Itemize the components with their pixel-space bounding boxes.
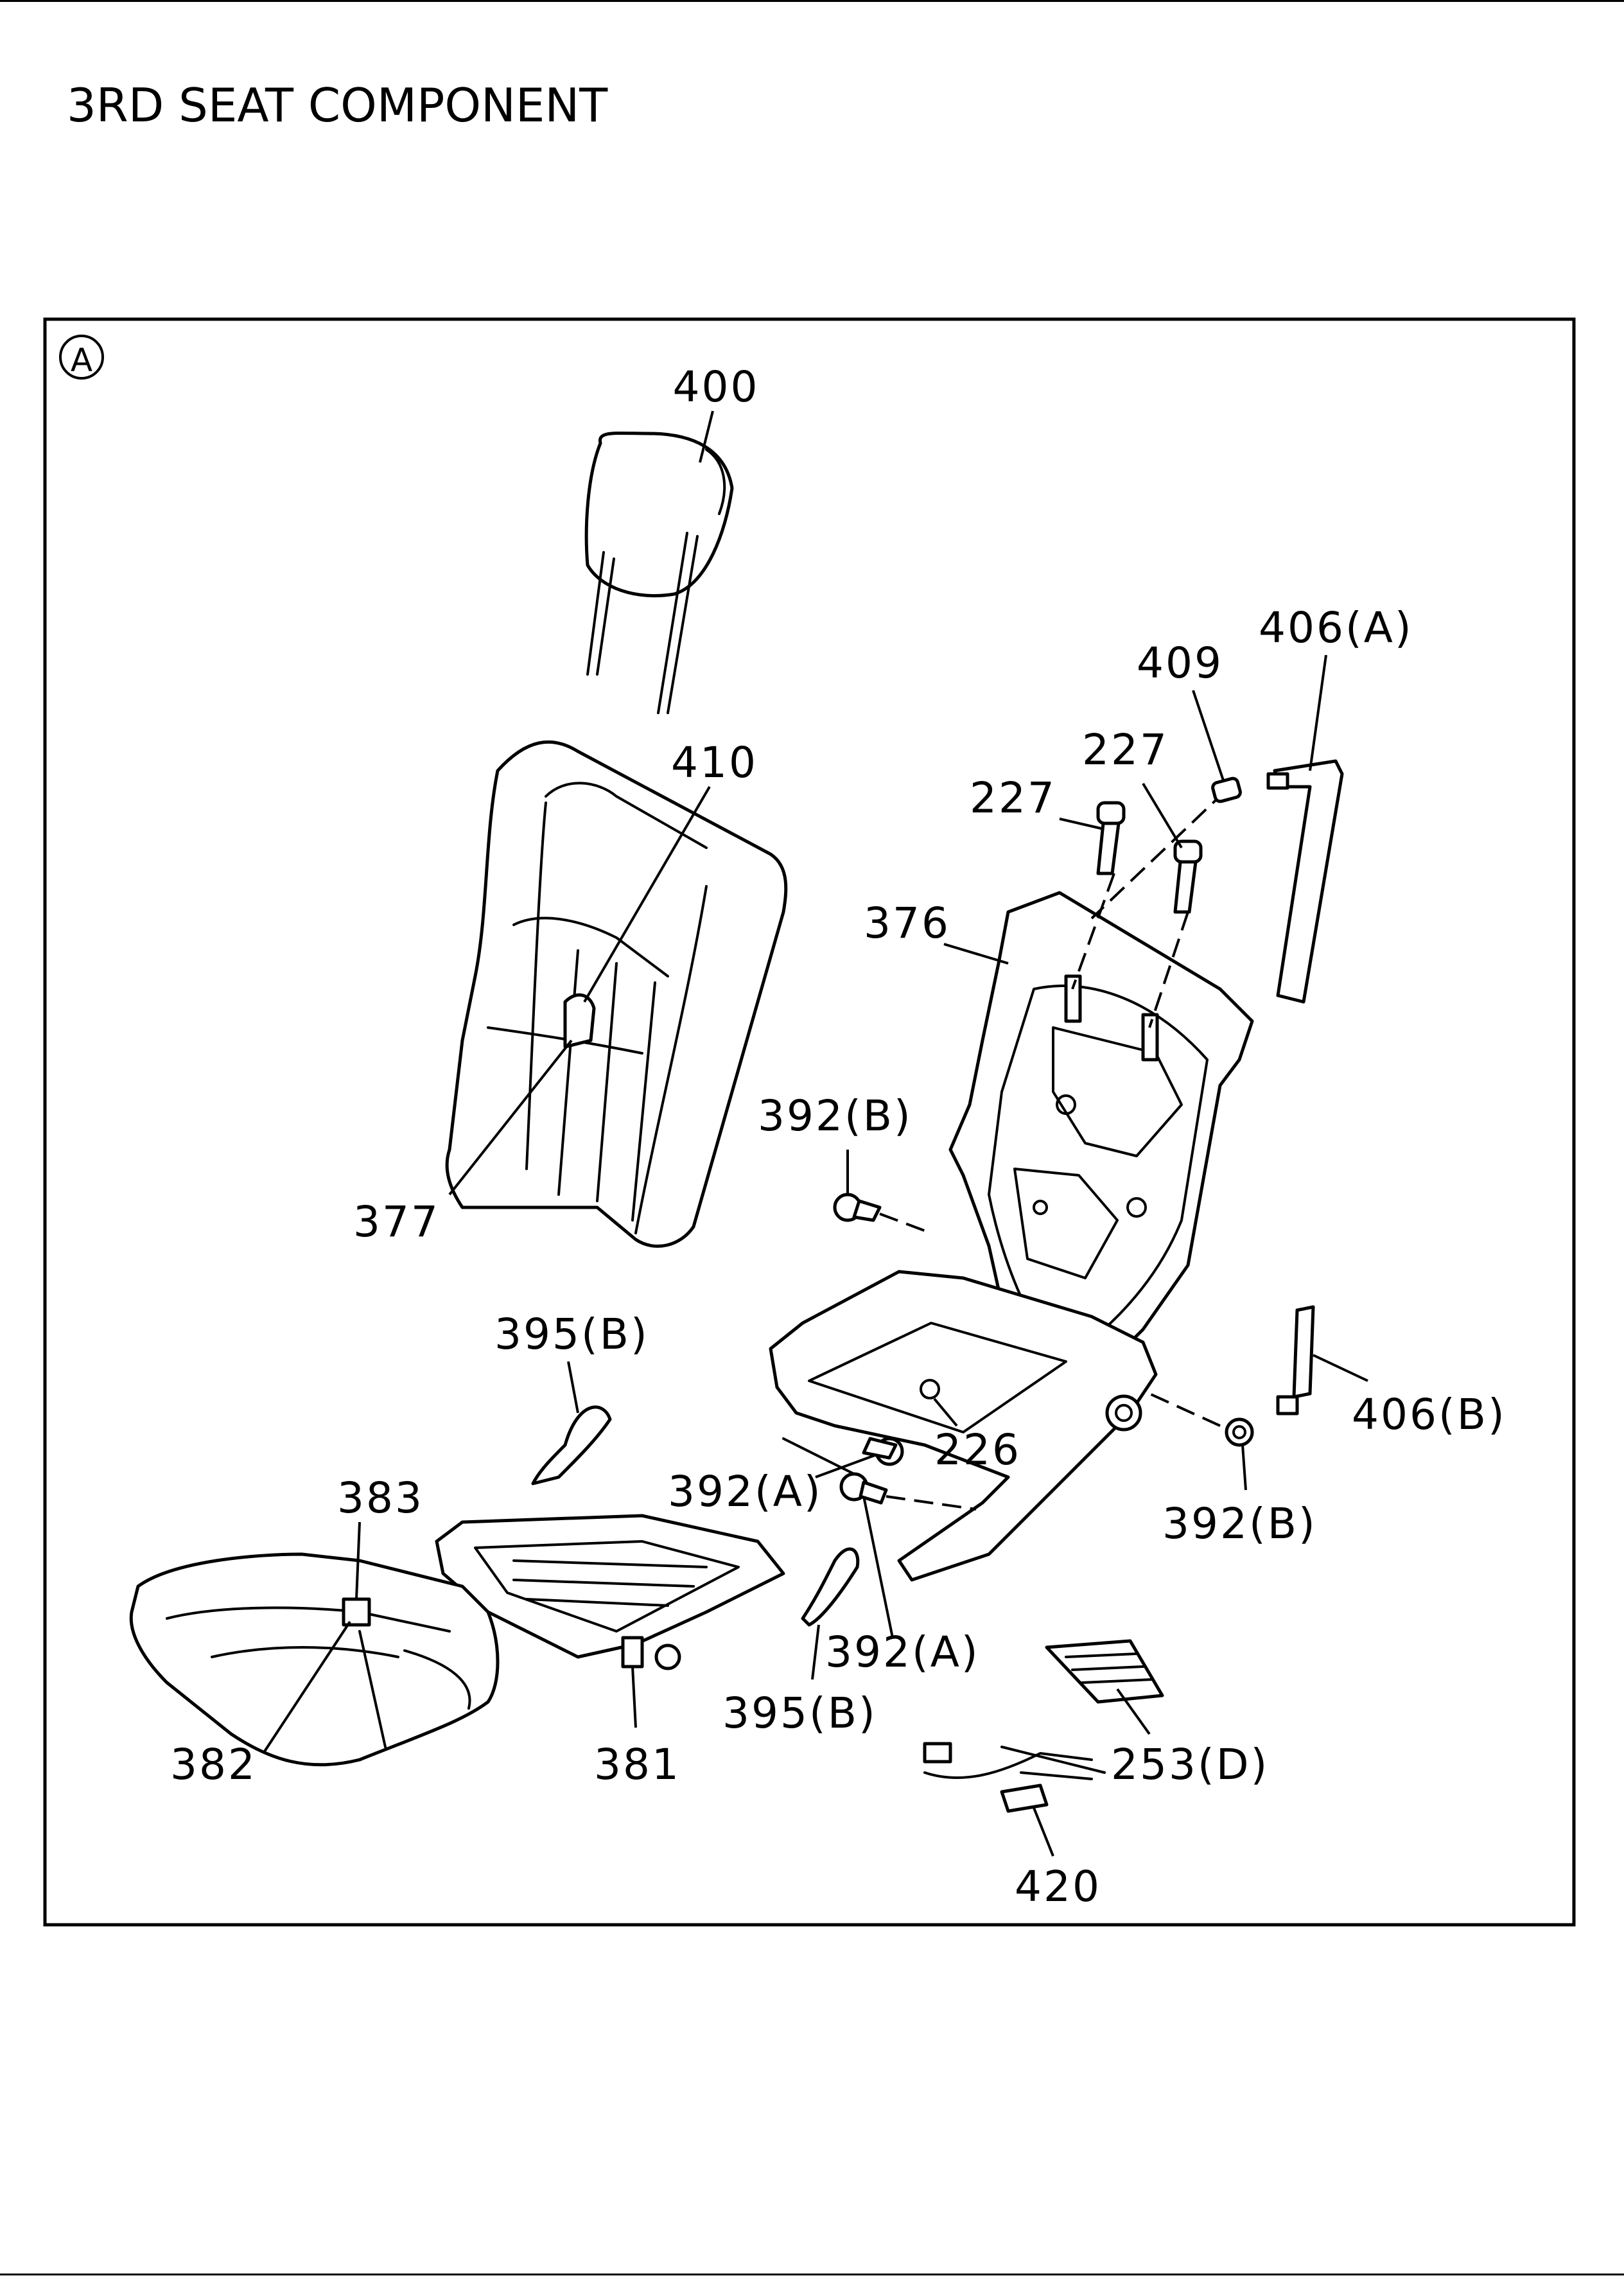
callout-383: 383 — [337, 1473, 424, 1523]
bolt-axis-2 — [1149, 1392, 1221, 1427]
harness-420[interactable] — [923, 1742, 1106, 1813]
callout-376: 376 — [864, 898, 950, 948]
callout-392b-upper: 392(B) — [758, 1091, 912, 1141]
callout-395b-lower: 395(B) — [722, 1688, 877, 1738]
guide-227-right[interactable] — [1173, 839, 1203, 914]
bolt-392a-lower[interactable] — [839, 1472, 888, 1505]
callout-392b-lower: 392(B) — [1162, 1499, 1317, 1548]
callout-253d: 253(D) — [1111, 1740, 1269, 1789]
callout-227-upper: 227 — [1082, 725, 1169, 775]
view-marker-label: A — [71, 342, 92, 379]
callout-420: 420 — [1015, 1862, 1101, 1911]
view-marker: A — [59, 335, 104, 380]
diagram-frame — [43, 317, 1576, 1927]
callout-395b-upper: 395(B) — [494, 1310, 649, 1359]
leader-lines — [262, 410, 1368, 1857]
bolt-392b-lower[interactable] — [1225, 1417, 1254, 1447]
bolt-392a-upper[interactable] — [862, 1437, 904, 1466]
guide-227-left[interactable] — [1096, 801, 1126, 875]
strap-406a[interactable] — [1266, 759, 1344, 1004]
guide-axis-right — [1148, 911, 1189, 1028]
callout-392a-upper: 392(A) — [668, 1467, 823, 1516]
guide-axis-left — [1071, 873, 1115, 990]
callout-227-lower: 227 — [970, 773, 1056, 823]
mat-253d[interactable] — [1045, 1639, 1164, 1704]
top-rule — [0, 0, 1624, 2]
callout-406b: 406(B) — [1352, 1390, 1506, 1439]
callout-409: 409 — [1137, 638, 1223, 688]
seatback-cushion-377[interactable] — [445, 740, 788, 1248]
page-title: 3RD SEAT COMPONENT — [67, 78, 608, 132]
spring-395b-lower[interactable] — [801, 1547, 860, 1627]
callout-382: 382 — [170, 1740, 257, 1789]
bottom-rule — [0, 2274, 1624, 2275]
callout-406a: 406(A) — [1259, 603, 1413, 653]
bolt-392b-upper[interactable] — [833, 1193, 882, 1222]
callout-400: 400 — [673, 362, 760, 412]
callout-377: 377 — [353, 1197, 440, 1247]
callout-226: 226 — [934, 1425, 1021, 1475]
strap-406b[interactable] — [1276, 1305, 1315, 1415]
clip-409[interactable] — [1211, 776, 1242, 803]
ring-226[interactable] — [920, 1379, 940, 1399]
callout-392a-lower: 392(A) — [825, 1627, 980, 1677]
axis-409 — [1090, 789, 1228, 920]
bolt-axis-3 — [886, 1495, 977, 1511]
bolt-axis-1 — [879, 1213, 932, 1234]
callout-410: 410 — [671, 738, 758, 787]
seat-cushion-382[interactable] — [129, 1552, 500, 1767]
callout-381: 381 — [594, 1740, 681, 1789]
headrest-400[interactable] — [584, 431, 734, 714]
seat-frame-lower[interactable] — [769, 1270, 1158, 1582]
spring-395b-upper[interactable] — [531, 1405, 612, 1485]
